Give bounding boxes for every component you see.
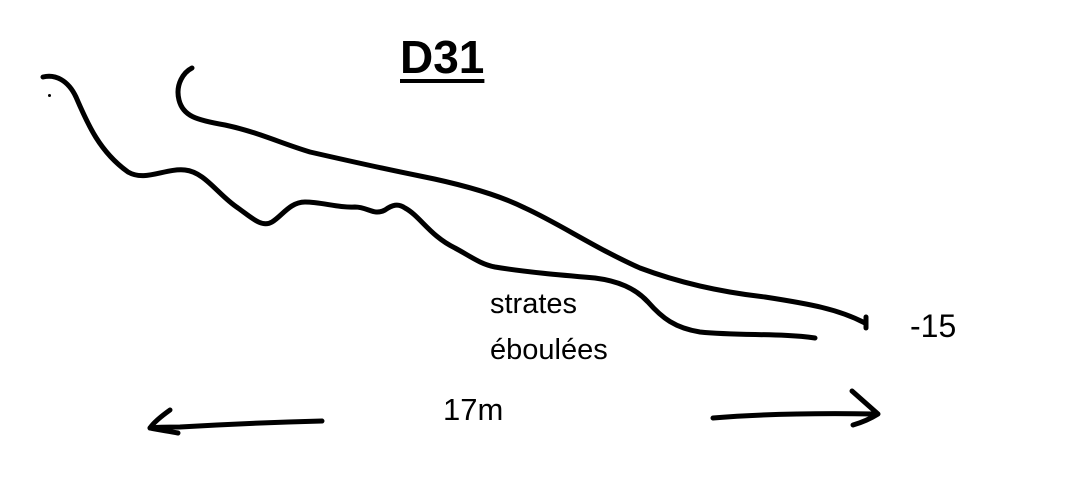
- diagram-title: D31: [400, 31, 485, 83]
- pencil-dot: [48, 94, 51, 97]
- rockfall-label-line1: strates: [490, 288, 578, 320]
- left-arrow-head: [147, 407, 181, 436]
- right-arrow-head: [849, 388, 881, 428]
- left-arrow-shaft: [147, 418, 325, 431]
- rockfall-label-line2: éboulées: [490, 334, 608, 366]
- depth-label: -15: [910, 308, 957, 344]
- floor-profile-line: [40, 73, 818, 341]
- ceiling-profile-line: [175, 65, 868, 326]
- length-label: 17m: [443, 392, 504, 427]
- right-arrow-shaft: [710, 411, 878, 421]
